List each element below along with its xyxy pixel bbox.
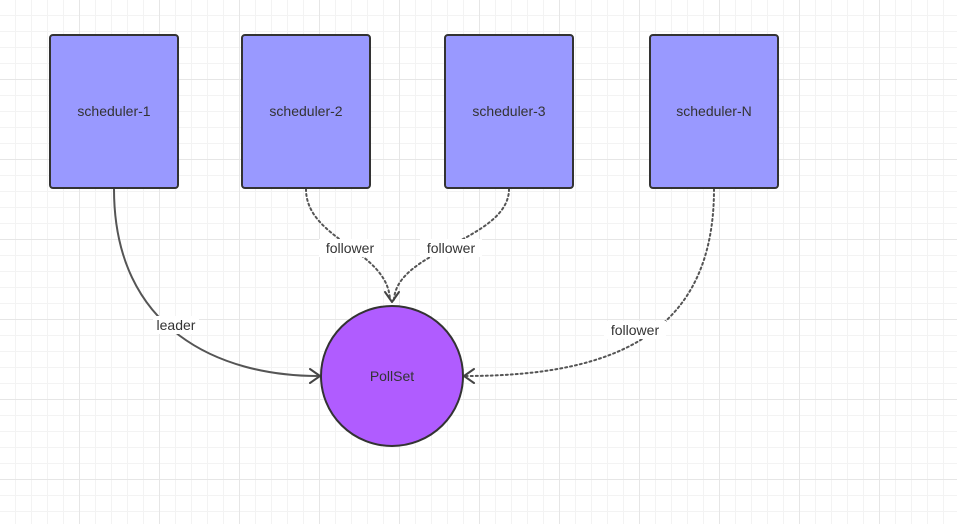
- node-scheduler-3[interactable]: scheduler-3: [444, 34, 574, 189]
- edge-label-follower-2: follower: [319, 239, 381, 257]
- edge-label-leader: leader: [153, 316, 199, 334]
- pollset-circle: [320, 305, 464, 447]
- node-label: scheduler-1: [77, 103, 150, 119]
- edge-label-text: follower: [611, 322, 660, 338]
- edge-leader: [113, 188, 321, 384]
- edge-scheduler-n-to-pollset: [465, 188, 715, 377]
- edge-follower-3: [384, 188, 510, 303]
- node-label: scheduler-3: [472, 103, 545, 119]
- node-scheduler-1[interactable]: scheduler-1: [49, 34, 179, 189]
- edge-label-text: follower: [427, 240, 476, 256]
- arrowhead-down: [384, 291, 400, 303]
- node-label: PollSet: [370, 368, 414, 384]
- scheduler-box: [49, 34, 179, 189]
- node-label: scheduler-N: [676, 103, 751, 119]
- edge-label-text: leader: [157, 317, 196, 333]
- edge-scheduler-3-to-pollset: [393, 188, 510, 301]
- node-scheduler-2[interactable]: scheduler-2: [241, 34, 371, 189]
- scheduler-box: [241, 34, 371, 189]
- node-scheduler-n[interactable]: scheduler-N: [649, 34, 779, 189]
- edge-scheduler-1-to-pollset: [113, 188, 319, 377]
- node-pollset[interactable]: PollSet: [320, 305, 464, 447]
- scheduler-box: [444, 34, 574, 189]
- scheduler-box: [649, 34, 779, 189]
- edge-label-follower-3: follower: [420, 239, 482, 257]
- node-label: scheduler-2: [269, 103, 342, 119]
- edge-label-follower-n: follower: [604, 321, 666, 339]
- edge-label-text: follower: [326, 240, 375, 256]
- edge-follower-n: [463, 188, 715, 384]
